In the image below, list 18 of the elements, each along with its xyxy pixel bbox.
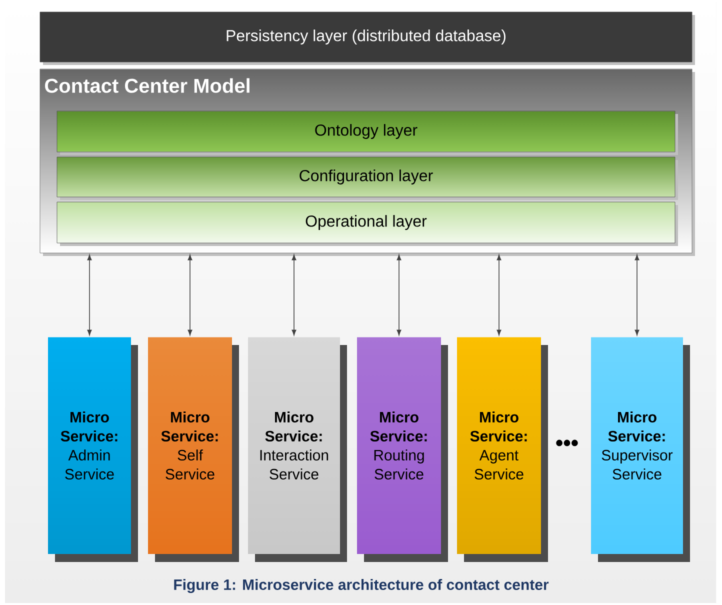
double-arrow xyxy=(396,254,402,336)
layer-bar: Configuration layer xyxy=(56,156,678,200)
service-box: Micro Service: Agent Service xyxy=(457,337,548,562)
service-box: Micro Service: Self Service xyxy=(148,337,239,562)
service-box: Micro Service: Admin Service xyxy=(48,337,138,562)
service-box: Micro Service: Supervisor Service xyxy=(591,337,690,562)
layer-bar: Ontology layer xyxy=(56,110,678,155)
double-arrow xyxy=(634,254,640,336)
double-arrow xyxy=(188,254,192,336)
service-box: Micro Service: Routing Service xyxy=(357,337,448,562)
ellipsis: ••• xyxy=(556,440,578,446)
service-box: Micro Service: Interaction Service xyxy=(248,337,347,562)
double-arrow xyxy=(292,254,296,336)
database-layer-bar: Persistency layer (distributed database) xyxy=(40,12,695,65)
figure-caption: Figure 1: Microservice architecture of contact center xyxy=(174,578,549,594)
layer-bar: Operational layer xyxy=(56,202,678,246)
double-arrow xyxy=(496,254,502,336)
double-arrow xyxy=(87,254,92,336)
